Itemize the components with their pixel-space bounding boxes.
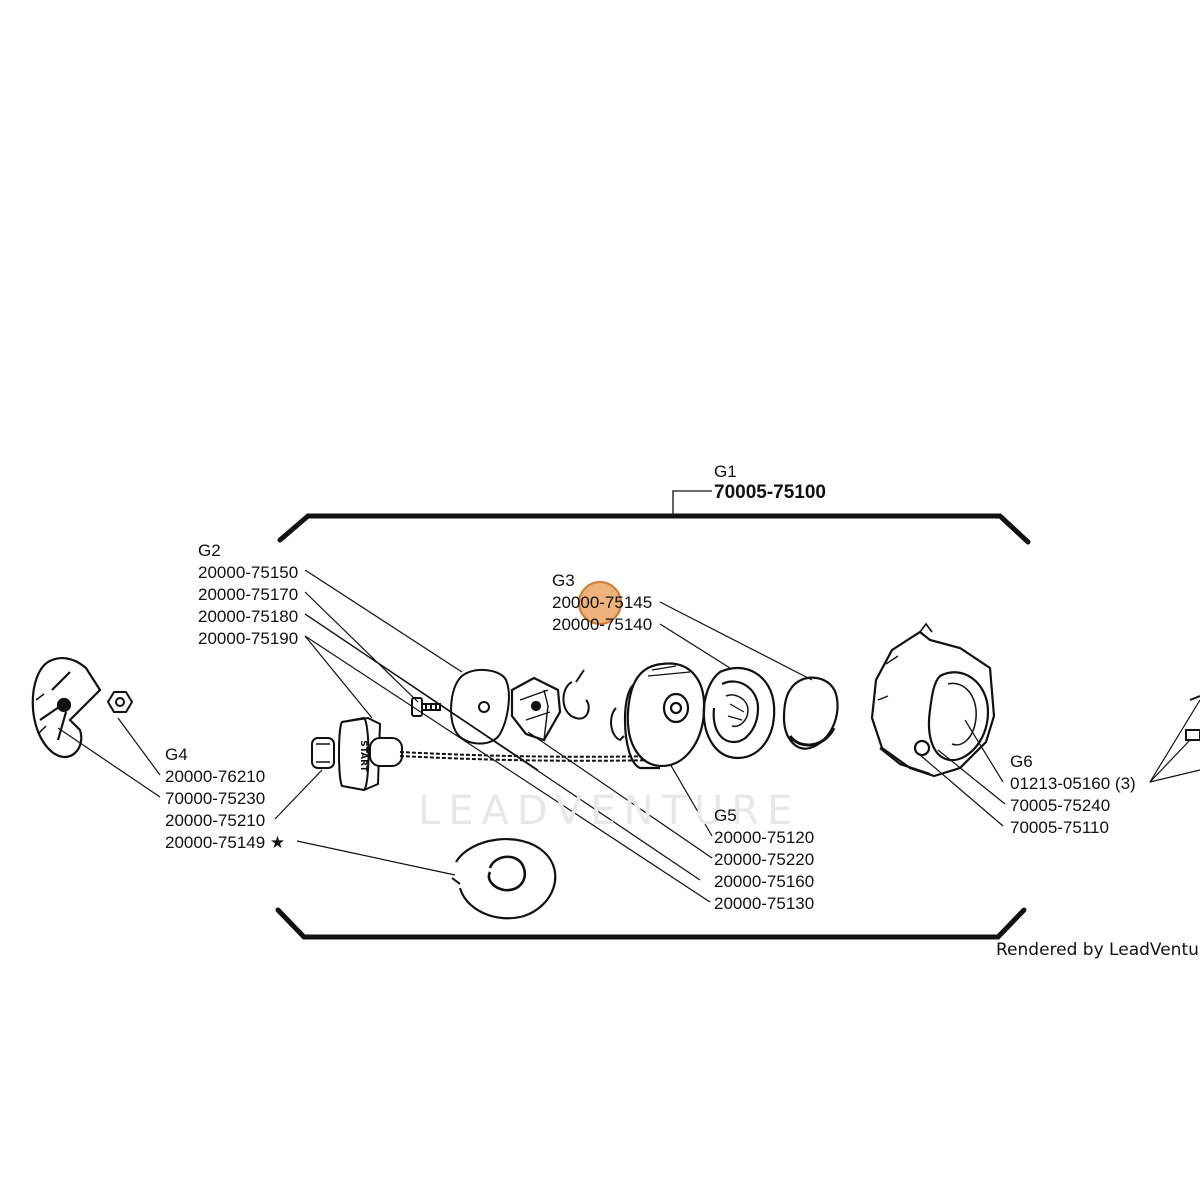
render-credit: Rendered by LeadVenture — [996, 940, 1200, 960]
g5-part-label: 20000-75120 — [714, 828, 815, 847]
recoil-spring — [451, 838, 557, 920]
g2-part-label: 20000-75190 — [198, 629, 299, 648]
g5-part-label: 20000-75220 — [714, 850, 815, 869]
cover-cap — [782, 676, 839, 750]
watermark-text: LEADVENTURE — [418, 788, 801, 834]
g2-part-label: 20000-75150 — [198, 563, 299, 582]
g5-title: G5 — [714, 806, 737, 825]
g5-part-label: 20000-75160 — [714, 872, 815, 891]
spring-clip — [562, 669, 625, 742]
g6-part-label: 01213-05160 (3) — [1010, 774, 1136, 793]
g3-title: G3 — [552, 571, 575, 590]
g4-part-label: 20000-76210 — [165, 767, 266, 786]
g5-part-label: 20000-75130 — [714, 894, 815, 913]
highlight-marker — [578, 581, 622, 625]
nut-part — [106, 691, 134, 713]
g4-title: G4 — [165, 745, 188, 764]
g4-part-label: 20000-75210 — [165, 811, 266, 830]
g4-part-label: 20000-75149 ★ — [165, 833, 286, 852]
spring-case — [702, 666, 776, 760]
g1-leader — [672, 490, 712, 516]
g2-title: G2 — [198, 541, 221, 560]
g6-part-label: 70005-75240 — [1010, 796, 1111, 815]
screw-part — [411, 697, 441, 717]
handle-start-text: START — [358, 740, 368, 772]
starter-handle: START — [311, 716, 403, 792]
washer-disc — [450, 669, 510, 745]
housing-bolt — [1185, 695, 1200, 741]
g3-part-label: 20000-75140 — [552, 615, 653, 634]
g1-title: G1 — [714, 462, 737, 481]
pawl-part — [510, 676, 562, 742]
g1-part-label: 70005-75100 — [714, 482, 826, 503]
starter-housing — [870, 622, 996, 778]
g2-part-label: 20000-75170 — [198, 585, 299, 604]
starter-rope — [399, 751, 661, 762]
ratchet-part — [31, 656, 102, 759]
g4-part-label: 70000-75230 — [165, 789, 266, 808]
leader-lines — [57, 569, 1200, 903]
reel-drum — [623, 662, 706, 770]
g2-part-label: 20000-75180 — [198, 607, 299, 626]
g6-title: G6 — [1010, 752, 1033, 771]
g6-part-label: 70005-75110 — [1010, 818, 1109, 837]
g1-bracket — [275, 513, 1031, 940]
g3-part-label: 20000-75145 — [552, 593, 653, 612]
